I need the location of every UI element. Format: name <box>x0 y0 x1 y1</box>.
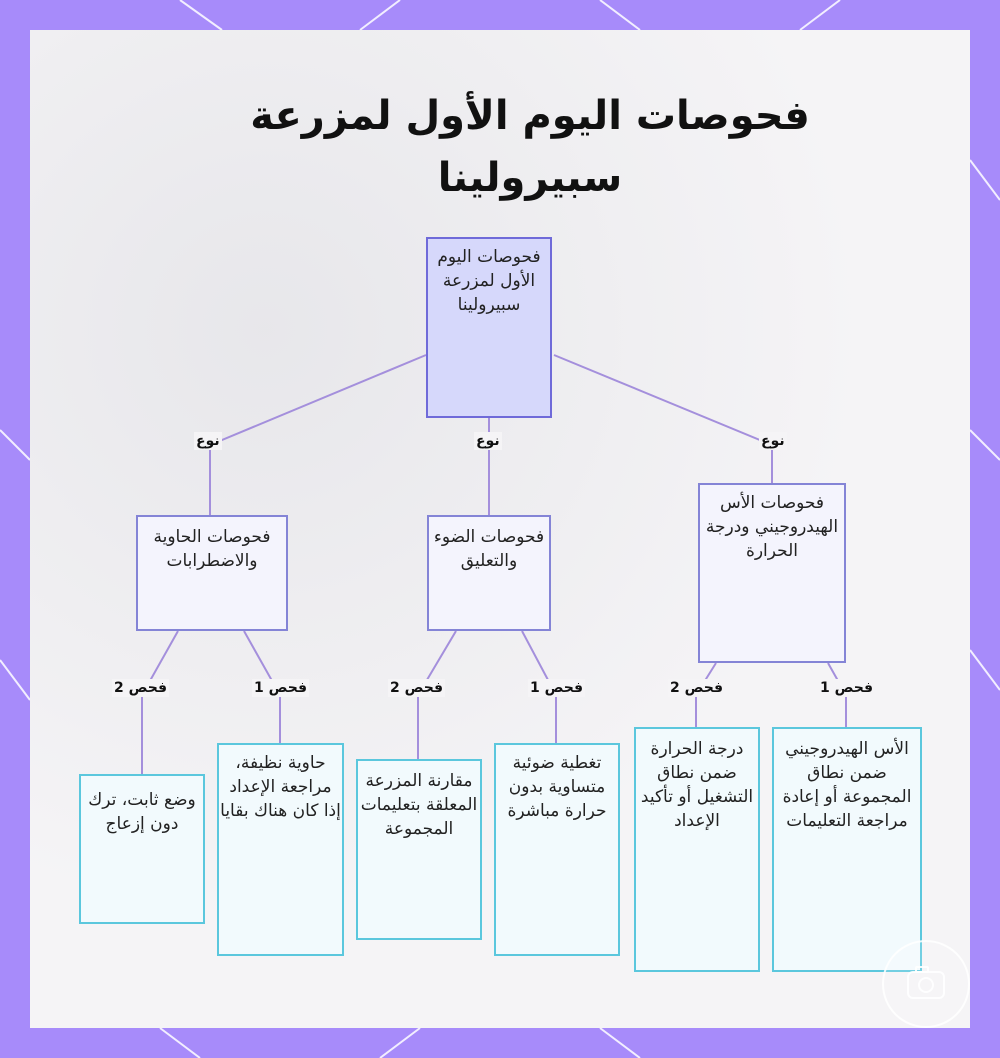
ph-temp-checks-node: فحوصات الأس الهيدروجيني ودرجة الحرارة <box>698 483 846 663</box>
edge-label-check1-ph-temp: فحص 1 <box>818 679 875 697</box>
diagram-canvas: فحوصات اليوم الأول لمزرعة سبيرولينا فحوص… <box>30 30 970 1028</box>
ph-temp-check2-node: درجة الحرارة ضمن نطاق التشغيل أو تأكيد ا… <box>634 727 760 972</box>
root-node-label: فحوصات اليوم الأول لمزرعة سبيرولينا <box>437 247 541 315</box>
container-check2-label: وضع ثابت، ترك دون إزعاج <box>88 790 196 834</box>
edge-label-check2-light: فحص 2 <box>388 679 445 697</box>
ph-temp-check2-label: درجة الحرارة ضمن نطاق التشغيل أو تأكيد ا… <box>640 739 754 831</box>
container-checks-node: فحوصات الحاوية والاضطرابات <box>136 515 288 631</box>
edge-label-check1-container: فحص 1 <box>252 679 309 697</box>
edge-label-type-ph-temp: نوع <box>759 432 787 450</box>
light-check2-node: مقارنة المزرعة المعلقة بتعليمات المجموعة <box>356 759 482 940</box>
container-check1-label: حاوية نظيفة، مراجعة الإعداد إذا كان هناك… <box>220 753 341 821</box>
page-title: فحوصات اليوم الأول لمزرعة سبيرولينا <box>250 93 810 201</box>
edge-label-check1-light: فحص 1 <box>528 679 585 697</box>
edge-root-ph-temp <box>553 354 773 485</box>
edge-container-check2 <box>141 630 179 776</box>
edge-label-check2-container: فحص 2 <box>112 679 169 697</box>
light-check2-label: مقارنة المزرعة المعلقة بتعليمات المجموعة <box>360 771 478 839</box>
edge-label-type-light: نوع <box>474 432 502 450</box>
container-checks-label: فحوصات الحاوية والاضطرابات <box>153 527 271 571</box>
container-check1-node: حاوية نظيفة، مراجعة الإعداد إذا كان هناك… <box>217 743 344 956</box>
light-checks-node: فحوصات الضوء والتعليق <box>427 515 551 631</box>
camera-icon <box>882 940 970 1028</box>
edge-root-container <box>209 354 427 517</box>
edge-label-type-container: نوع <box>194 432 222 450</box>
light-check1-label: تغطية ضوئية متساوية بدون حرارة مباشرة <box>507 753 607 821</box>
container-check2-node: وضع ثابت، ترك دون إزعاج <box>79 774 205 924</box>
ph-temp-checks-label: فحوصات الأس الهيدروجيني ودرجة الحرارة <box>705 493 839 561</box>
ph-temp-check1-node: الأس الهيدروجيني ضمن نطاق المجموعة أو إع… <box>772 727 922 972</box>
edge-label-check2-ph-temp: فحص 2 <box>668 679 725 697</box>
root-node: فحوصات اليوم الأول لمزرعة سبيرولينا <box>426 237 552 418</box>
light-checks-label: فحوصات الضوء والتعليق <box>433 527 545 571</box>
ph-temp-check1-label: الأس الهيدروجيني ضمن نطاق المجموعة أو إع… <box>782 739 912 831</box>
light-check1-node: تغطية ضوئية متساوية بدون حرارة مباشرة <box>494 743 620 956</box>
